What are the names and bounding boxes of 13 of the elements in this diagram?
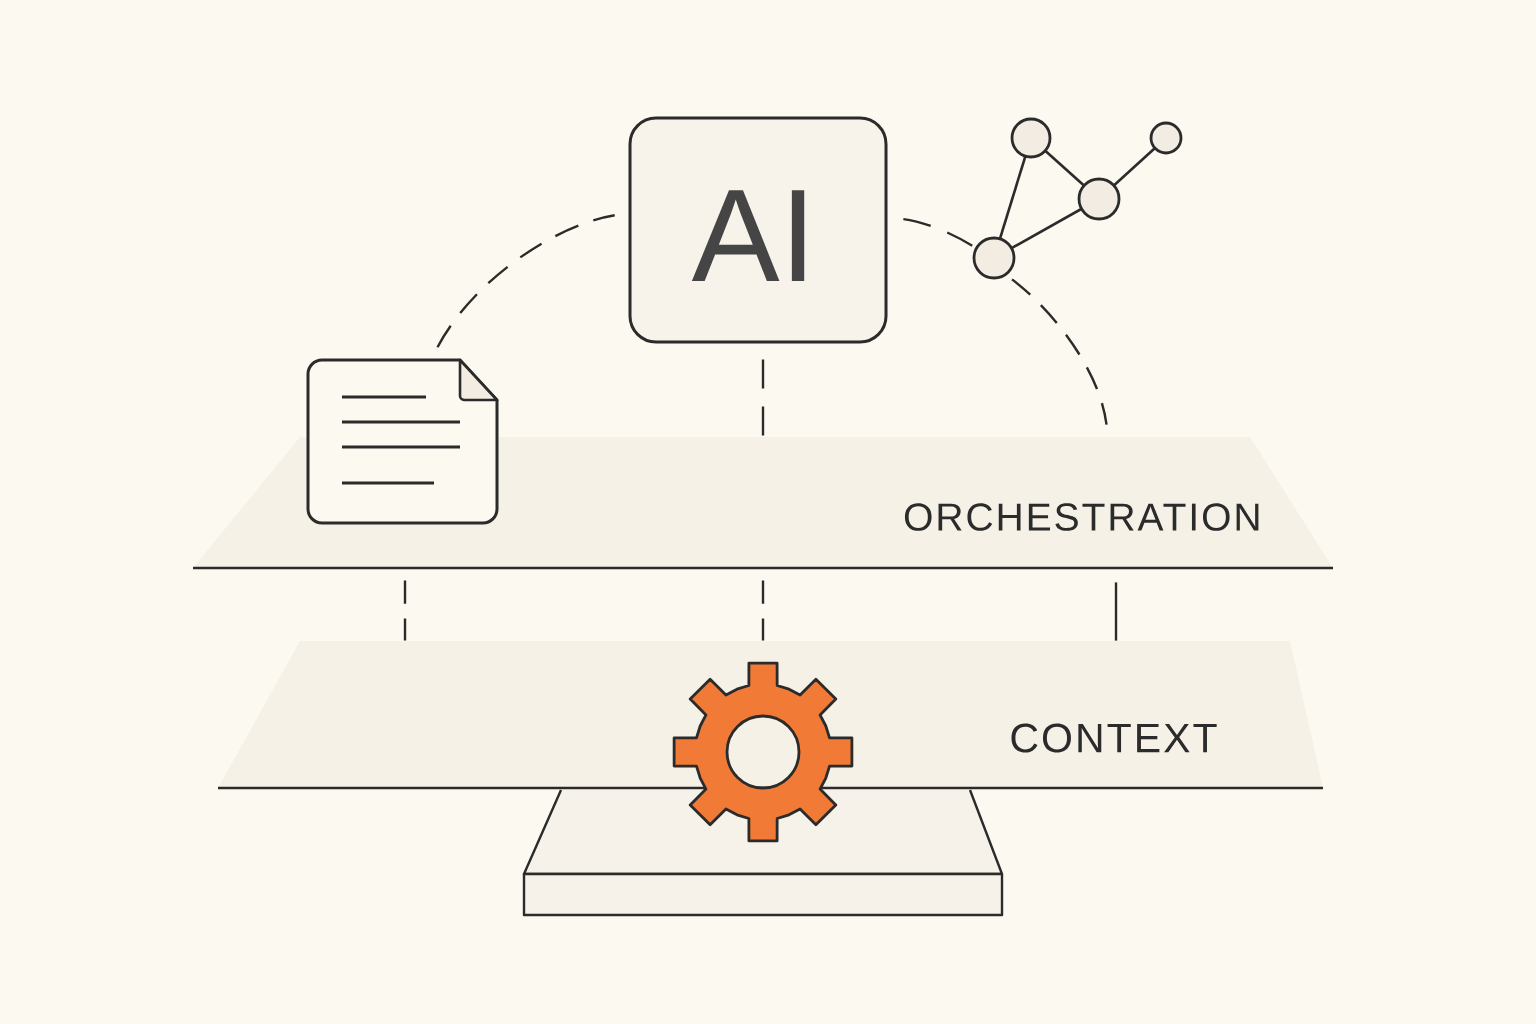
document-icon: [306, 358, 499, 525]
dashed-line: [903, 217, 974, 248]
band-label: ORCHESTRATION: [904, 503, 1259, 531]
label: AI: [691, 190, 805, 281]
band-label: CONTEXT: [1011, 723, 1217, 753]
dashed-line: [761, 359, 765, 437]
dashed-line: [1011, 278, 1108, 425]
dashed-line: [761, 580, 765, 641]
gear-icon: [672, 661, 854, 843]
connector-line: [1114, 582, 1118, 641]
dashed-line: [403, 580, 407, 641]
platform: [522, 788, 1004, 917]
dashed-line: [436, 214, 615, 348]
